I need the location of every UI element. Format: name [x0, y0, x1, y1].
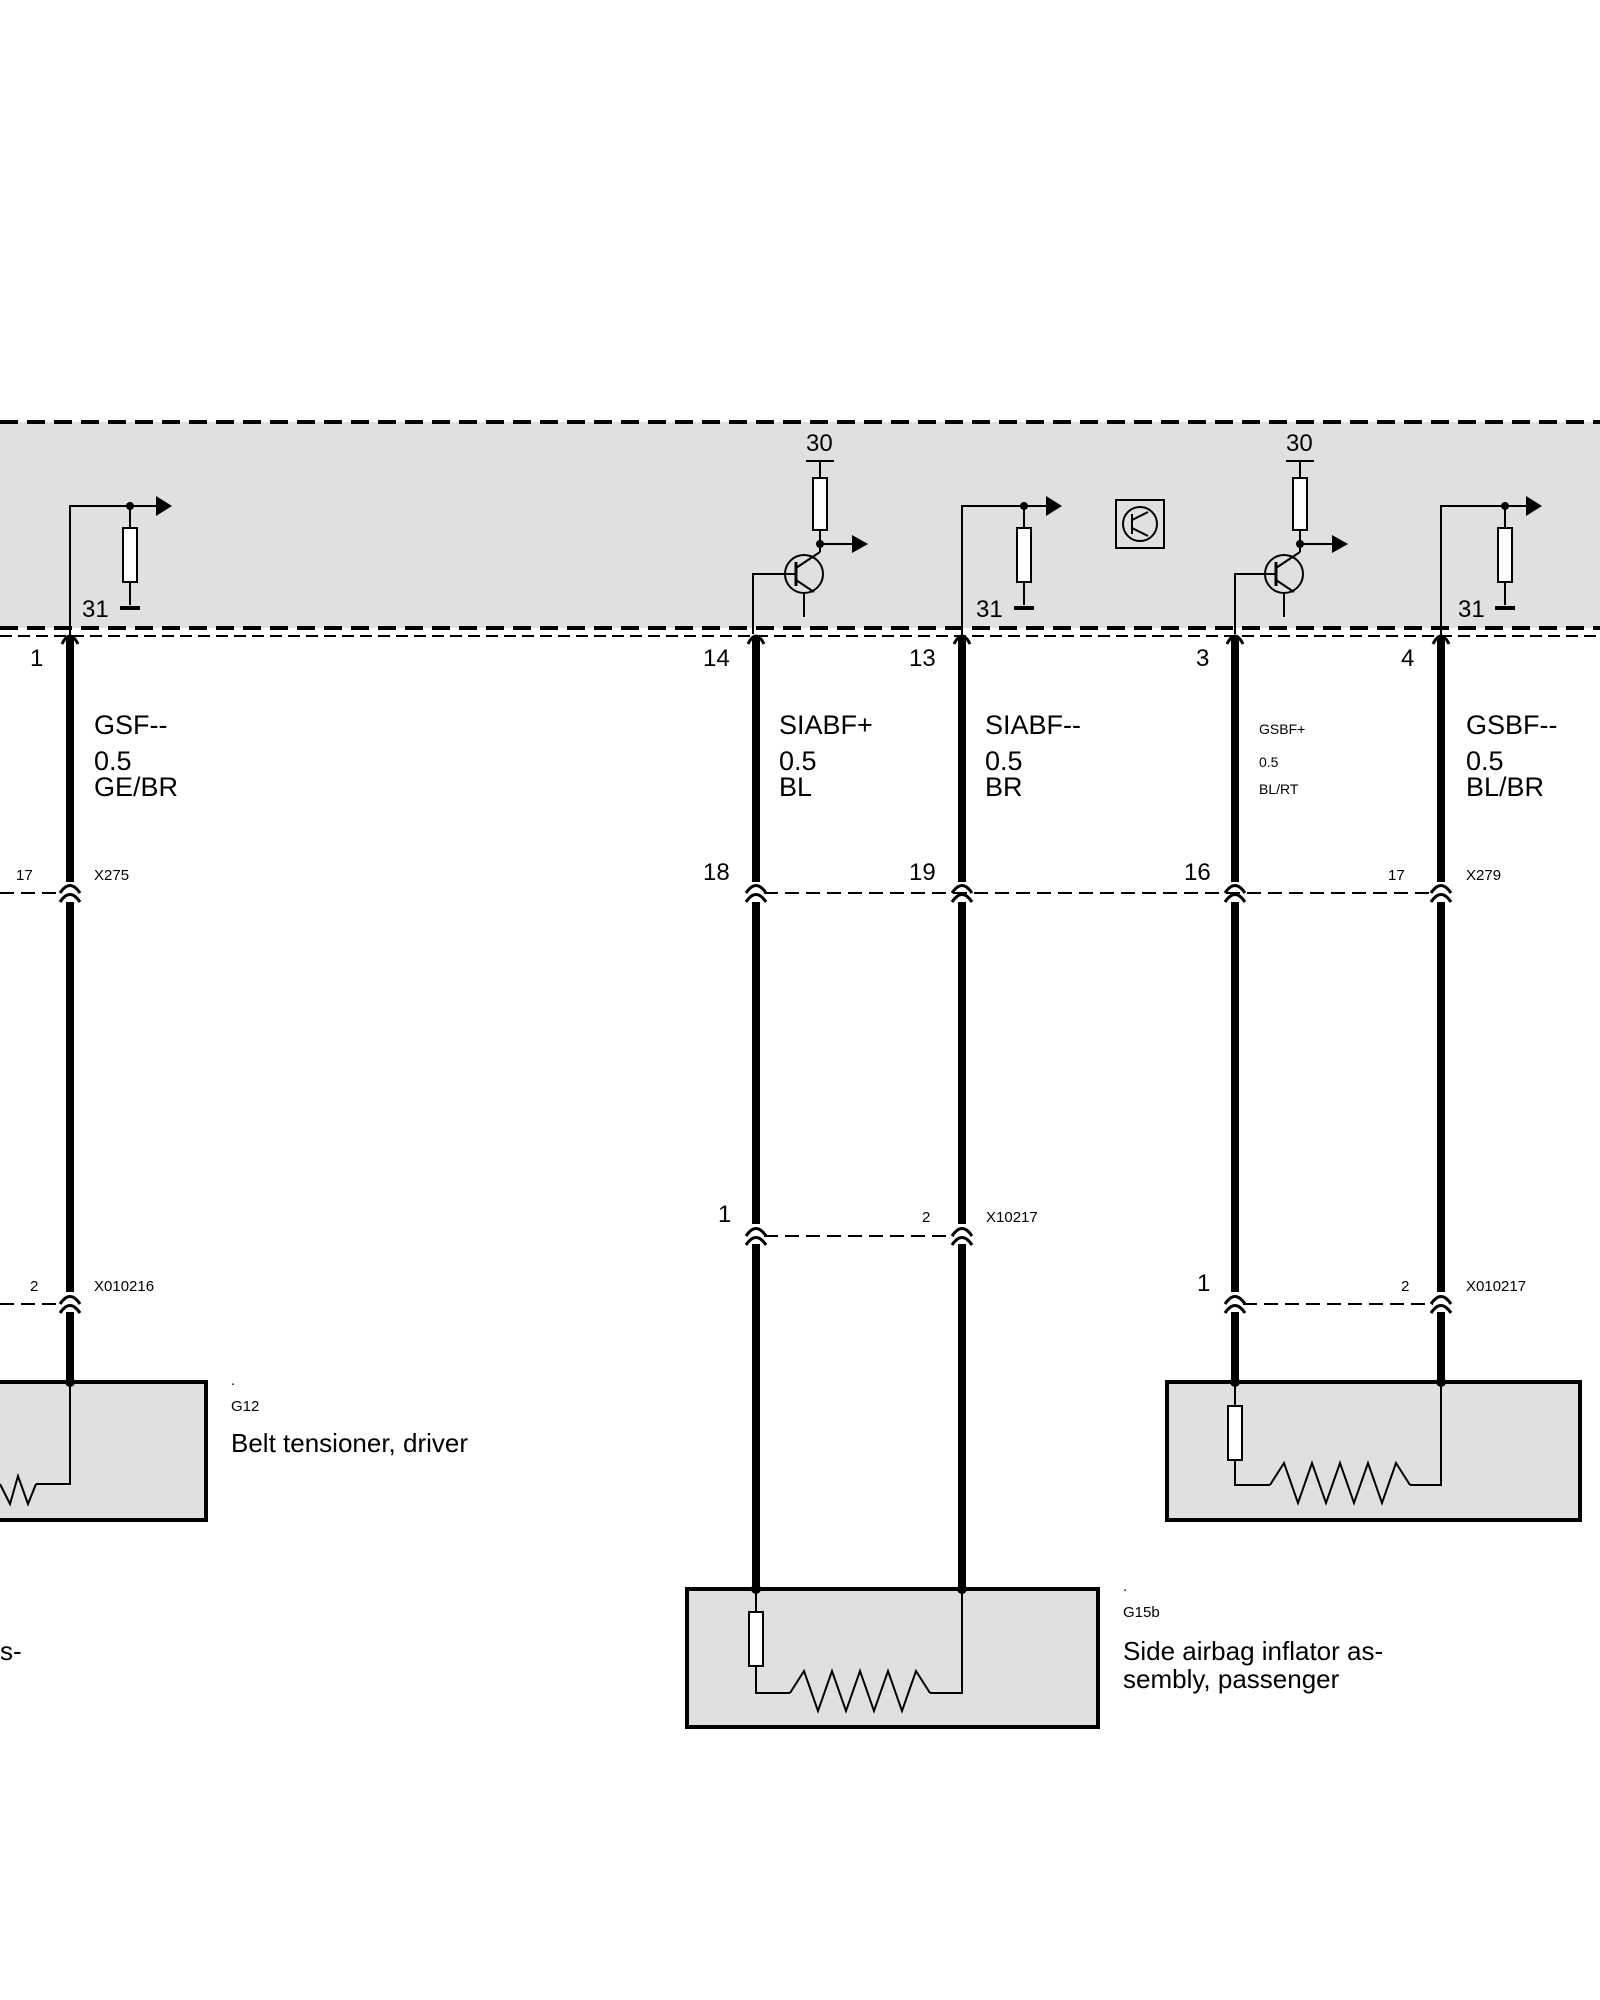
pin-number: 1 — [30, 645, 43, 672]
connector-pin-label: 17 — [16, 867, 33, 884]
connector-pin-icon — [744, 884, 768, 894]
output-arrow-icon — [852, 535, 868, 553]
component-dot: . — [1123, 1578, 1127, 1595]
wire-color: BL/BR — [1466, 772, 1544, 802]
wire-signal: GSBF+ — [1259, 721, 1305, 737]
connector-x10217-name: X10217 — [986, 1209, 1038, 1226]
connector-pin-label: 2 — [922, 1209, 930, 1226]
component-g12: . G12 Belt tensioner, driver — [0, 1372, 468, 1522]
wire-gauge: 0.5 — [1259, 754, 1279, 770]
connector-x10217: 1 2 X10217 — [718, 1201, 1038, 1246]
igniter-element-icon — [0, 1472, 37, 1507]
output-arrow-icon — [1046, 496, 1062, 516]
component-id: G15b — [1123, 1604, 1160, 1621]
connector-x275-name: X275 — [94, 867, 129, 884]
igniter-element-icon — [789, 1667, 931, 1715]
connector-row-x275-x279: 17 X275 18 19 16 17 X279 — [0, 859, 1501, 903]
internal-circuit-pin1: 31 — [69, 496, 172, 636]
supply-30-label: 30 — [806, 430, 833, 457]
connector-pin-label: 17 — [1388, 867, 1405, 884]
connector-pin-label: 2 — [1401, 1278, 1409, 1295]
wire-signal: GSBF-- — [1466, 710, 1558, 740]
connector-pin-icon — [1429, 1295, 1453, 1305]
supply-30-label: 30 — [1286, 430, 1313, 457]
wire-labels: 1 GSF-- 0.5 GE/BR 14 SIABF+ 0.5 BL 13 SI… — [30, 645, 1558, 802]
harness-wires — [66, 636, 1445, 1590]
connector-pin-label: 1 — [718, 1201, 731, 1228]
resistor-icon — [1227, 1405, 1243, 1461]
component-g15b: . G15b Side airbag inflator as- sembly, … — [685, 1578, 1383, 1729]
connector-x279-name: X279 — [1466, 867, 1501, 884]
wire-gauge: 0.5 — [1466, 746, 1504, 776]
output-arrow-icon — [1332, 535, 1348, 553]
pin-number: 13 — [909, 645, 936, 672]
wire-gauge: 0.5 — [985, 746, 1023, 776]
wire-signal: GSF-- — [94, 710, 168, 740]
connector-x010216-name: X010216 — [94, 1278, 154, 1295]
pin-number: 14 — [703, 645, 730, 672]
output-arrow-icon — [156, 496, 172, 516]
resistor-icon — [122, 527, 138, 583]
left-cut-text-fragment: s- — [0, 1636, 22, 1666]
connector-pin-icon — [1223, 1295, 1247, 1305]
pin-number: 4 — [1401, 645, 1414, 672]
connector-pin-icon — [1429, 884, 1453, 894]
component-id: G12 — [231, 1398, 259, 1415]
connector-pin-label: 1 — [1197, 1270, 1210, 1297]
control-unit — [0, 420, 1600, 637]
connector-pin-label: 18 — [703, 859, 730, 886]
internal-circuit-pin14: 30 — [752, 430, 868, 634]
wire-color: BL/RT — [1259, 781, 1299, 797]
internal-circuit-pin4: 31 — [1440, 496, 1542, 636]
connector-pin-label: 16 — [1184, 859, 1211, 886]
resistor-icon — [1016, 527, 1032, 583]
component-name-line1: Side airbag inflator as- — [1123, 1636, 1383, 1666]
wire-color: BL — [779, 772, 812, 802]
ground-31-label: 31 — [1458, 596, 1485, 623]
component-name-line2: sembly, passenger — [1123, 1664, 1340, 1694]
wire-color: GE/BR — [94, 772, 178, 802]
connector-pin-icon — [950, 1227, 974, 1237]
connector-pin-icon — [58, 884, 82, 894]
wire-signal: SIABF-- — [985, 710, 1081, 740]
ground-31-label: 31 — [82, 596, 109, 623]
connector-pin-icon — [744, 1227, 768, 1237]
connector-pin-label: 2 — [30, 1278, 38, 1295]
wire-color: BR — [985, 772, 1023, 802]
output-arrow-icon — [1526, 496, 1542, 516]
resistor-icon — [1497, 527, 1513, 583]
component-dot: . — [231, 1372, 235, 1389]
igniter-element-icon — [1269, 1459, 1411, 1507]
component-g12-box — [0, 1380, 208, 1522]
connector-x010217-name: X010217 — [1466, 1278, 1526, 1295]
connector-pin-icon — [950, 884, 974, 894]
resistor-icon — [812, 477, 828, 531]
electronic-control-symbol-icon — [1115, 499, 1165, 549]
internal-circuit-pin13: 31 — [961, 496, 1062, 636]
connector-pin-label: 19 — [909, 859, 936, 886]
resistor-icon — [748, 1611, 764, 1667]
internal-circuit-pin3: 30 — [1234, 430, 1348, 634]
component-name: Belt tensioner, driver — [231, 1428, 468, 1458]
wire-signal: SIABF+ — [779, 710, 873, 740]
ground-31-label: 31 — [976, 596, 1003, 623]
wire-gauge: 0.5 — [94, 746, 132, 776]
connector-row-x010216-x010217: 2 X010216 1 2 X010217 — [0, 1270, 1526, 1314]
connector-pin-icon — [1223, 884, 1247, 894]
component-belt-tensioner-passenger — [1165, 1377, 1582, 1522]
resistor-icon — [1292, 477, 1308, 531]
wire-gauge: 0.5 — [779, 746, 817, 776]
pin-number: 3 — [1196, 645, 1209, 672]
control-unit-body — [0, 422, 1600, 628]
pin-hooks — [60, 634, 1451, 645]
connector-pin-icon — [58, 1295, 82, 1305]
